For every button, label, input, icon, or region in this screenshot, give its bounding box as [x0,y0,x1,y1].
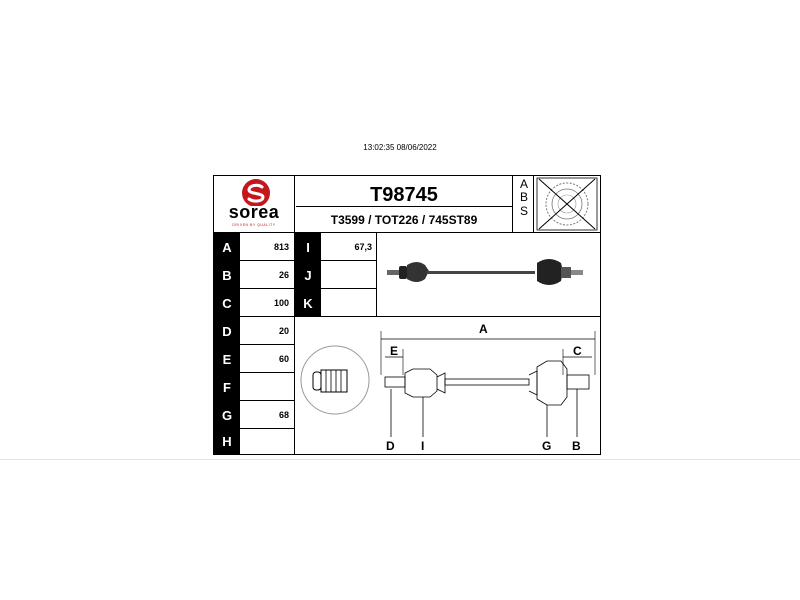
dimension-diagram: A E C D I G B [300,322,596,453]
dim-i-label: I [421,439,424,453]
spec-value-a: 813 [273,242,289,252]
abs-letter-b: B [519,190,528,204]
brand-name: sorea [228,202,280,222]
abs-letter-a: A [519,177,528,191]
logo-block: sorea DRIVEN BY QUALITY [214,176,294,232]
spec-label-a: A [214,233,240,261]
page-divider [0,459,800,460]
dim-a-label: A [479,322,488,336]
spec-label-f: F [214,373,240,401]
brand-tagline: DRIVEN BY QUALITY [232,223,276,227]
cross-references: T3599 / TOT226 / 745ST89 [330,213,478,227]
spec-label-i: I [295,233,321,261]
dim-g-label: G [542,439,551,453]
abs-ring-crossed-icon [536,177,598,231]
spec-label-b: B [214,261,240,289]
dim-d-label: D [386,439,395,453]
dim-b-label: B [572,439,581,453]
spec-label-j: J [295,261,321,289]
spline-end-icon [300,345,370,415]
spec-value-h [240,428,293,454]
spec-value-i: 67,3 [354,242,372,252]
dim-e-label: E [390,344,398,358]
spec-value-c: 100 [273,298,289,308]
spec-label-e: E [214,345,240,373]
spec-value-b: 26 [278,270,289,280]
spec-value-e: 60 [278,354,289,364]
spec-value-k [321,289,376,317]
spec-label-k: K [295,289,321,317]
spec-value-j [321,261,376,289]
dim-c-label: C [573,344,582,358]
spec-sheet: sorea DRIVEN BY QUALITY T98745 T3599 / T… [213,175,601,455]
shaft-photo-icon [387,259,583,285]
spec-label-d: D [214,317,240,345]
sorea-logo-icon [242,179,270,206]
spec-label-g: G [214,401,240,429]
spec-label-c: C [214,289,240,317]
spec-value-f [240,373,293,401]
spec-value-g: 68 [278,410,289,420]
abs-letter-s: S [519,204,528,218]
spec-label-h: H [214,428,240,454]
spec-value-d: 20 [278,326,289,336]
timestamp: 13:02:35 08/06/2022 [363,143,437,152]
part-code: T98745 [370,184,438,206]
